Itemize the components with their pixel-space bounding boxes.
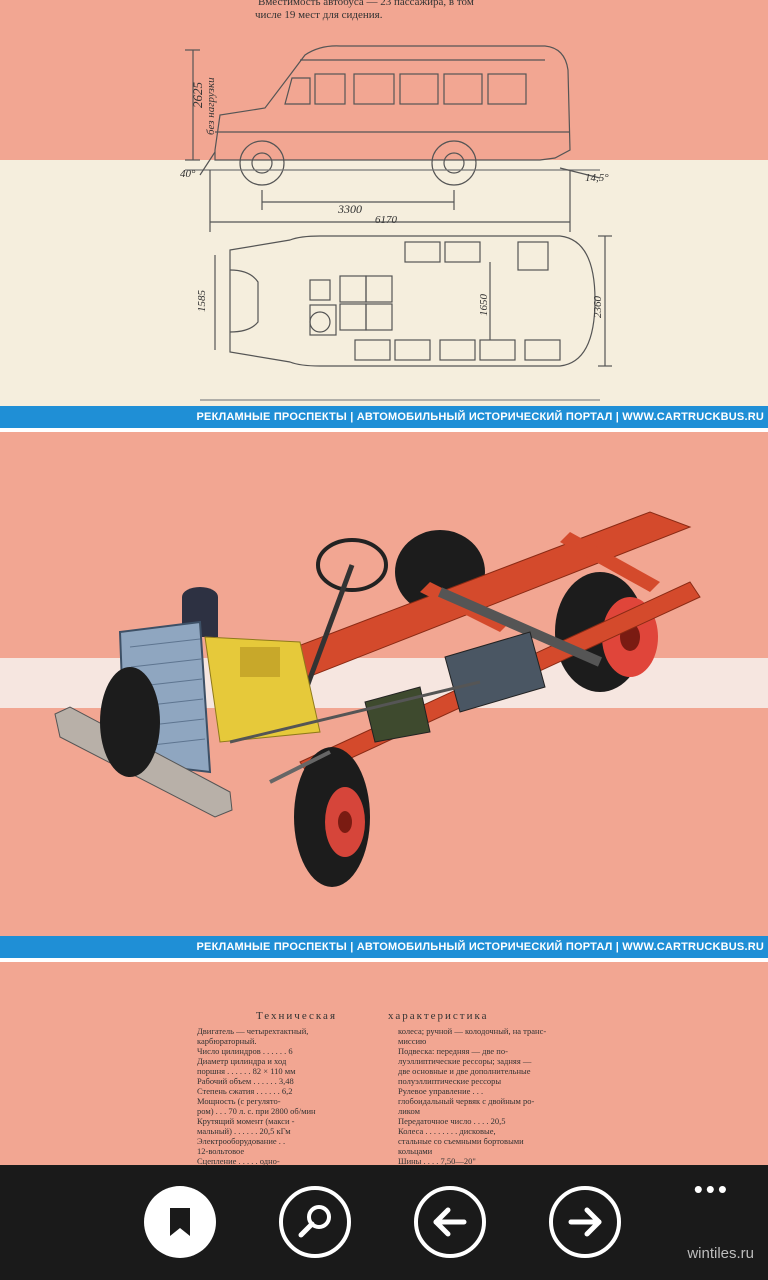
- spec-line: ром) . . . 70 л. с. при 2800 об/мин: [197, 1106, 316, 1116]
- spec-line: мальный) . . . . . . 20,5 кГм: [197, 1126, 291, 1136]
- dim-inner-width: 1650: [478, 294, 490, 316]
- app-bar: ••• wintiles.ru: [0, 1165, 768, 1280]
- specs-title-left: Техническая: [256, 1010, 338, 1022]
- dim-width: 2360: [592, 296, 604, 318]
- dim-track: 1585: [196, 290, 208, 312]
- more-options-button[interactable]: •••: [693, 1174, 730, 1204]
- spec-line: Шины . . . . 7,50—20": [398, 1156, 476, 1165]
- dim-height-note: без нагрузки: [205, 77, 217, 135]
- spec-line: Сцепление . . . . . одно-: [197, 1156, 280, 1165]
- portal-banner-2: РЕКЛАМНЫЕ ПРОСПЕКТЫ | АВТОМОБИЛЬНЫЙ ИСТО…: [0, 936, 768, 958]
- spec-line: Рулевое управление . . .: [398, 1086, 484, 1096]
- capacity-line-2: числе 19 мест для сидения.: [255, 9, 383, 21]
- bus-blueprint: [185, 45, 612, 401]
- arrow-right-icon: [568, 1207, 602, 1237]
- spec-line: кольцами: [398, 1146, 433, 1156]
- spec-line: ликом: [398, 1106, 420, 1116]
- spec-line: Электрооборудование . .: [197, 1136, 286, 1146]
- spec-line: 12-вольтовое: [197, 1146, 245, 1156]
- page-gap-1: [0, 428, 768, 432]
- page-bus-drawing: Вместимость автобуса — 23 пассажира, в т…: [0, 0, 768, 406]
- spec-line: Степень сжатия . . . . . . 6,2: [197, 1086, 293, 1096]
- specs-title-right: характеристика: [388, 1010, 489, 1022]
- spec-line: стальные со съемными бортовыми: [398, 1136, 524, 1146]
- spec-line: луэллиптические рессоры; задняя —: [398, 1056, 532, 1066]
- capacity-line-1: Вместимость автобуса — 23 пассажира, в т…: [258, 0, 474, 8]
- spec-line: две основные и две дополнительные: [398, 1066, 531, 1076]
- search-icon: [298, 1205, 331, 1238]
- spec-line: глобоидальный червяк с двойным ро-: [398, 1096, 535, 1106]
- page-technical-specs: Техническая характеристика Двигатель — ч…: [0, 962, 768, 1165]
- chassis-drawing: [54, 511, 701, 887]
- bookmark-icon: [170, 1208, 190, 1236]
- spec-line: полуэллиптические рессоры: [398, 1076, 502, 1086]
- page-gap-2: [0, 958, 768, 962]
- specs-right-column: колеса; ручной — колодочный, на транс-ми…: [398, 1026, 573, 1165]
- dim-angle-front: 40°: [180, 168, 196, 180]
- spec-line: миссию: [398, 1036, 427, 1046]
- arrow-left-icon: [433, 1207, 467, 1237]
- dim-wheelbase: 3300: [338, 202, 362, 216]
- dim-height: 2625: [190, 82, 205, 108]
- bookmark-button[interactable]: [144, 1186, 216, 1258]
- specs-left-column: Двигатель — четырехтактный,карбюраторный…: [197, 1026, 372, 1165]
- spec-line: поршня . . . . . . 82 × 110 мм: [197, 1066, 296, 1076]
- watermark: wintiles.ru: [687, 1245, 754, 1262]
- spec-line: Рабочий объем . . . . . . 3,48: [197, 1076, 294, 1086]
- page-chassis-illustration: [0, 432, 768, 936]
- spec-line: Подвеска: передняя — две по-: [398, 1046, 508, 1056]
- dim-length: 6170: [375, 214, 397, 226]
- portal-banner-1: РЕКЛАМНЫЕ ПРОСПЕКТЫ | АВТОМОБИЛЬНЫЙ ИСТО…: [0, 406, 768, 428]
- spec-line: Двигатель — четырехтактный,: [197, 1026, 309, 1036]
- spec-line: Диаметр цилиндра и ход: [197, 1056, 287, 1066]
- spec-line: Число цилиндров . . . . . . 6: [197, 1046, 293, 1056]
- spec-line: Крутящий момент (макси -: [197, 1116, 295, 1126]
- forward-button[interactable]: [549, 1186, 621, 1258]
- spec-line: колеса; ручной — колодочный, на транс-: [398, 1026, 547, 1036]
- back-button[interactable]: [414, 1186, 486, 1258]
- spec-line: Мощность (с регулято-: [197, 1096, 281, 1106]
- search-button[interactable]: [279, 1186, 351, 1258]
- dim-angle-rear: 14,5°: [585, 172, 609, 184]
- spec-line: карбюраторный.: [197, 1036, 257, 1046]
- spec-line: Колеса . . . . . . . . дисковые,: [398, 1126, 496, 1136]
- spec-line: Передаточное число . . . . 20,5: [398, 1116, 506, 1126]
